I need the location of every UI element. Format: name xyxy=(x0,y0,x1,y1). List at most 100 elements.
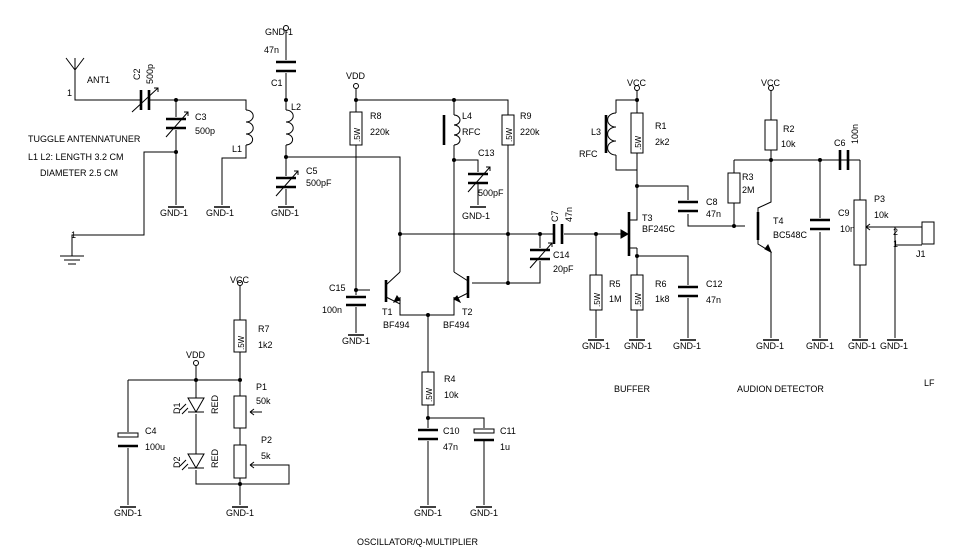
r1-power: .5W xyxy=(634,135,643,150)
c15-value: 100n xyxy=(322,305,342,315)
p1-value: 50k xyxy=(256,396,271,406)
t2-value: BF494 xyxy=(443,320,470,330)
l4-value: RFC xyxy=(462,127,481,137)
l2-ref: L2 xyxy=(291,102,301,112)
vdd-label: VDD xyxy=(346,71,366,81)
gnd-label: GND-1 xyxy=(414,508,442,518)
gnd-label: GND-1 xyxy=(160,208,188,218)
r9-value: 220k xyxy=(520,127,540,137)
gnd-label: GND-1 xyxy=(880,341,908,351)
r7-ref: R7 xyxy=(258,324,270,334)
note-coil-length: L1 L2: LENGTH 3.2 CM xyxy=(28,152,124,162)
r7-power: .5W xyxy=(237,335,246,350)
p1-ref: P1 xyxy=(256,382,267,392)
d1-ref: D1 xyxy=(172,402,182,414)
r2-ref: R2 xyxy=(783,124,795,134)
c9-value: 10n xyxy=(840,224,855,234)
r2-value: 10k xyxy=(781,139,796,149)
section-oscillator: OSCILLATOR/Q-MULTIPLIER xyxy=(357,537,479,547)
transistors xyxy=(384,210,772,305)
t1-ref: T1 xyxy=(382,307,393,317)
c7-value: 47n xyxy=(564,207,574,222)
t4-ref: T4 xyxy=(773,216,784,226)
gnd-pin: 1 xyxy=(71,230,76,240)
ant1-ref: ANT1 xyxy=(87,75,110,85)
r6-ref: R6 xyxy=(655,279,667,289)
r5-power: .5W xyxy=(593,292,602,307)
gnd-label: GND-1 xyxy=(226,508,254,518)
c4-ref: C4 xyxy=(145,426,157,436)
gnd-label: GND-1 xyxy=(624,341,652,351)
gnd-label: GND-1 xyxy=(673,341,701,351)
j1-pin2: 2 xyxy=(893,227,898,237)
p2-ref: P2 xyxy=(261,435,272,445)
c8-value: 47n xyxy=(706,209,721,219)
p3-ref: P3 xyxy=(874,194,885,204)
t2-ref: T2 xyxy=(462,307,473,317)
section-lf: LF xyxy=(924,378,935,388)
r9-power: .5W xyxy=(505,127,514,142)
connector-j1 xyxy=(921,221,935,245)
p2-value: 5k xyxy=(261,451,271,461)
supply-symbols xyxy=(60,25,903,508)
leds xyxy=(179,390,205,471)
c14-ref: C14 xyxy=(553,250,570,260)
gnd-label: GND-1 xyxy=(114,508,142,518)
inductors xyxy=(245,109,617,156)
r1-ref: R1 xyxy=(655,121,667,131)
c10-ref: C10 xyxy=(443,426,460,436)
vcc-label-detector: VCC xyxy=(761,78,781,88)
gnd-label: GND-1 xyxy=(271,208,299,218)
c4-value: 100u xyxy=(145,442,165,452)
d2-ref: D2 xyxy=(172,456,182,468)
junctions xyxy=(174,98,822,486)
r3-value: 2M xyxy=(742,185,755,195)
r8-power: .5W xyxy=(353,127,362,142)
c1-value: 47n xyxy=(264,45,279,55)
d1-value: RED xyxy=(210,394,220,414)
r7-value: 1k2 xyxy=(258,340,273,350)
r4-power: .5W xyxy=(425,387,434,402)
gnd-label: GND-1 xyxy=(342,336,370,346)
c2-ref: C2 xyxy=(132,68,142,80)
gnd-label: GND-1 xyxy=(470,508,498,518)
c7-ref: C7 xyxy=(550,210,560,222)
note-coil-diameter: DIAMETER 2.5 CM xyxy=(40,168,118,178)
c3-value: 500p xyxy=(195,126,215,136)
j1-ref: J1 xyxy=(916,249,926,259)
j1-pin1: 1 xyxy=(893,239,898,249)
t1-value: BF494 xyxy=(383,320,410,330)
c12-ref: C12 xyxy=(706,279,723,289)
ant1-pin: 1 xyxy=(67,88,72,98)
c11-ref: C11 xyxy=(500,426,516,436)
p3-value: 10k xyxy=(874,210,889,220)
note-tuner: TUGGLE ANTENNATUNER xyxy=(28,134,141,144)
l3-value: RFC xyxy=(579,149,598,159)
section-detector: AUDION DETECTOR xyxy=(737,384,824,394)
r3-ref: R3 xyxy=(742,172,754,182)
c2-value: 500p xyxy=(145,64,155,84)
c14-value: 20pF xyxy=(553,264,574,274)
t3-ref: T3 xyxy=(642,213,653,223)
c6-value: 100n xyxy=(850,124,860,144)
c15-ref: C15 xyxy=(329,283,346,293)
r9-ref: R9 xyxy=(520,111,532,121)
gnd-label: GND-1 xyxy=(206,208,234,218)
r6-power: .5W xyxy=(634,292,643,307)
labels: ANT1 1 1 C2 500p C3 500p L1 TUGGLE ANTEN… xyxy=(28,27,935,547)
gnd-label: GND-1 xyxy=(848,341,876,351)
gnd-label: GND-1 xyxy=(756,341,784,351)
c1-ref: C1 xyxy=(271,78,283,88)
c9-ref: C9 xyxy=(838,208,850,218)
c13-ref: C13 xyxy=(478,148,495,158)
t4-value: BC548C xyxy=(773,230,808,240)
r4-value: 10k xyxy=(444,390,459,400)
c11-value: 1u xyxy=(500,442,510,452)
c12-value: 47n xyxy=(706,295,721,305)
gnd-label: GND-1 xyxy=(265,27,293,37)
c10-value: 47n xyxy=(443,442,458,452)
c6-ref: C6 xyxy=(834,138,846,148)
l3-ref: L3 xyxy=(591,127,601,137)
capacitors xyxy=(117,60,850,448)
r4-ref: R4 xyxy=(444,374,456,384)
